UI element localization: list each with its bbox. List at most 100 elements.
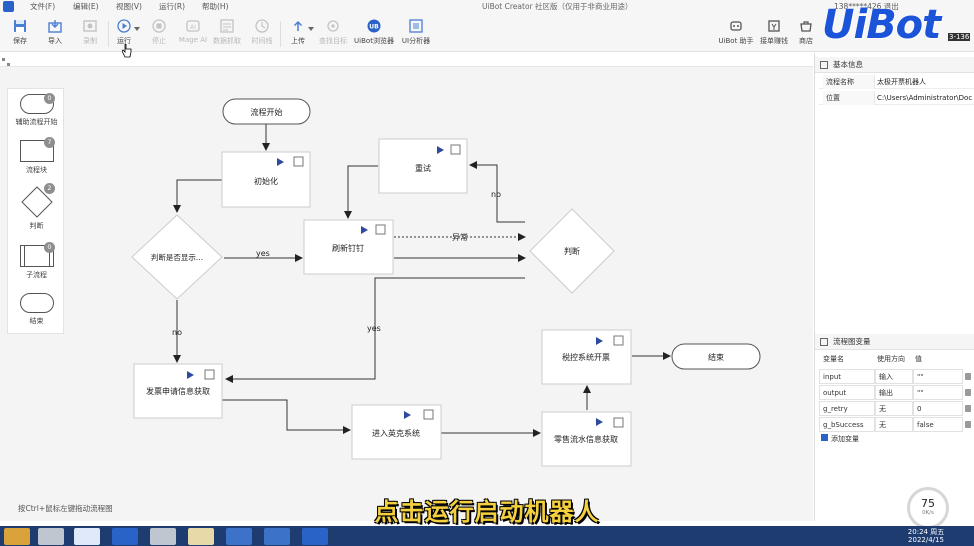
start-button-icon[interactable] <box>4 528 30 545</box>
var-value-field[interactable]: 0 <box>913 401 963 416</box>
block-run-icon[interactable] <box>437 146 444 154</box>
palette-item-decision[interactable]: 2 判断 <box>8 183 65 231</box>
var-value-field[interactable]: false <box>913 417 963 432</box>
block-run-icon[interactable] <box>361 226 368 234</box>
find-target-icon <box>327 20 339 32</box>
import-button[interactable]: 导入 <box>35 19 75 51</box>
var-name-field[interactable]: output <box>819 385 875 400</box>
taskbar-app-icon[interactable] <box>150 528 176 545</box>
canvas-toggle-icon[interactable] <box>2 58 10 66</box>
add-variable-button[interactable]: 添加变量 <box>821 434 859 444</box>
menu-help[interactable]: 帮助(H) <box>202 2 229 11</box>
prop-row-flow-name[interactable]: 流程名称 太极开票机器人 <box>819 75 974 89</box>
mage-ai-button[interactable]: AI Mage AI <box>173 19 213 51</box>
user-account[interactable]: 138*****426 退出 <box>834 2 899 11</box>
variable-row[interactable]: output 输出 "" <box>819 385 974 400</box>
edge-label-no: no <box>491 190 501 199</box>
flow-variables-header[interactable]: 流程图变量 <box>815 334 974 350</box>
store-button[interactable]: 商店 <box>788 19 824 51</box>
block-run-icon[interactable] <box>596 418 603 426</box>
flow-block-tax[interactable]: 税控系统开票 <box>541 329 632 385</box>
connectors <box>173 124 671 437</box>
block-edit-icon[interactable] <box>613 417 624 428</box>
flow-block-enter-system[interactable]: 进入英克系统 <box>351 404 442 460</box>
run-dropdown-icon[interactable] <box>134 27 140 31</box>
var-name-field[interactable]: input <box>819 369 875 384</box>
flow-block-retry[interactable]: 重试 <box>378 138 468 194</box>
variable-row[interactable]: g_bSuccess 无 false <box>819 417 974 432</box>
palette-item-aux-start[interactable]: 0 辅助流程开始 <box>15 93 58 126</box>
palette-item-block[interactable]: 7 流程块 <box>8 137 65 175</box>
upload-dropdown-icon[interactable] <box>308 27 314 31</box>
flow-block-init[interactable]: 初始化 <box>221 151 311 208</box>
delete-icon[interactable] <box>965 373 971 380</box>
delete-icon[interactable] <box>965 421 971 428</box>
timeline-icon <box>255 19 269 33</box>
earn-button[interactable]: 接单赚钱 <box>754 19 794 51</box>
var-col-direction: 使用方向 <box>877 355 905 363</box>
assistant-button[interactable]: UiBot 助手 <box>714 19 758 51</box>
block-run-icon[interactable] <box>596 337 603 345</box>
prop-row-location[interactable]: 位置 C:\Users\Administrator\Doc <box>819 91 974 105</box>
flow-node-end[interactable]: 结束 <box>671 343 761 370</box>
var-direction-select[interactable]: 输出 <box>875 385 913 400</box>
taskbar-app-icon[interactable] <box>226 528 252 545</box>
flow-decision-judge[interactable]: 判断 <box>529 208 615 294</box>
var-value-field[interactable]: "" <box>913 385 963 400</box>
decision-label: 判断是否显示... <box>151 252 203 262</box>
var-name-field[interactable]: g_bSuccess <box>819 417 875 432</box>
block-run-icon[interactable] <box>187 371 194 379</box>
variable-row[interactable]: input 输入 "" <box>819 369 974 384</box>
delete-icon[interactable] <box>965 389 971 396</box>
run-button[interactable]: 运行 <box>104 19 144 51</box>
block-edit-icon[interactable] <box>423 409 434 420</box>
var-direction-select[interactable]: 输入 <box>875 369 913 384</box>
var-direction-select[interactable]: 无 <box>875 401 913 416</box>
record-button[interactable]: 录制 <box>70 19 110 51</box>
block-edit-icon[interactable] <box>450 144 461 155</box>
var-value-field[interactable]: "" <box>913 369 963 384</box>
edge-label-yes: yes <box>256 249 270 258</box>
palette-item-end[interactable]: 结束 <box>8 293 65 326</box>
edge-labels: yes no yes no 异常 <box>172 190 501 337</box>
flow-decision-check[interactable]: 判断是否显示... <box>131 214 223 300</box>
data-scrape-button[interactable]: 数据抓取 <box>207 19 247 51</box>
find-target-button[interactable]: 查找目标 <box>313 19 353 51</box>
ui-analyzer-button[interactable]: UI分析器 <box>396 19 436 51</box>
taskbar-app-icon[interactable] <box>38 528 64 545</box>
taskbar-uibot-icon[interactable] <box>302 528 328 545</box>
palette-item-subflow[interactable]: 0 子流程 <box>8 242 65 280</box>
delete-icon[interactable] <box>965 405 971 412</box>
save-button[interactable]: 保存 <box>0 19 40 51</box>
block-run-icon[interactable] <box>277 158 284 166</box>
taskbar-app-icon[interactable] <box>74 528 100 545</box>
flow-block-invoice-info[interactable]: 发票申请信息获取 <box>133 363 223 419</box>
taskbar-uibot-icon[interactable] <box>112 528 138 545</box>
stop-button[interactable]: 停止 <box>139 19 179 51</box>
menu-view[interactable]: 视图(V) <box>116 2 142 11</box>
timeline-button[interactable]: 时间线 <box>242 19 282 51</box>
menu-file[interactable]: 文件(F) <box>30 2 56 11</box>
taskbar-app-icon[interactable] <box>264 528 290 545</box>
variable-row[interactable]: g_retry 无 0 <box>819 401 974 416</box>
app-icon <box>3 1 14 12</box>
basic-info-header[interactable]: 基本信息 <box>815 57 974 73</box>
var-direction-select[interactable]: 无 <box>875 417 913 432</box>
palette-count-badge: 0 <box>44 242 55 253</box>
block-edit-icon[interactable] <box>613 335 624 346</box>
taskbar-clock[interactable]: 20:24 周五 2022/4/15 <box>907 528 945 544</box>
taskbar-folder-icon[interactable] <box>188 528 214 545</box>
var-name-field[interactable]: g_retry <box>819 401 875 416</box>
flow-node-start[interactable]: 流程开始 <box>222 98 311 125</box>
menu-edit[interactable]: 编辑(E) <box>73 2 99 11</box>
menu-run[interactable]: 运行(R) <box>159 2 186 11</box>
flow-block-refresh[interactable]: 刷新钉钉 <box>303 219 394 275</box>
flow-block-retail[interactable]: 零售流水信息获取 <box>541 411 632 467</box>
block-edit-icon[interactable] <box>375 224 386 235</box>
block-run-icon[interactable] <box>404 411 411 419</box>
block-edit-icon[interactable] <box>293 156 304 167</box>
upload-button[interactable]: 上传 <box>278 19 318 51</box>
uibot-browser-button[interactable]: UB UiBot浏览器 <box>354 19 394 51</box>
add-icon <box>821 434 828 441</box>
block-edit-icon[interactable] <box>204 369 215 380</box>
